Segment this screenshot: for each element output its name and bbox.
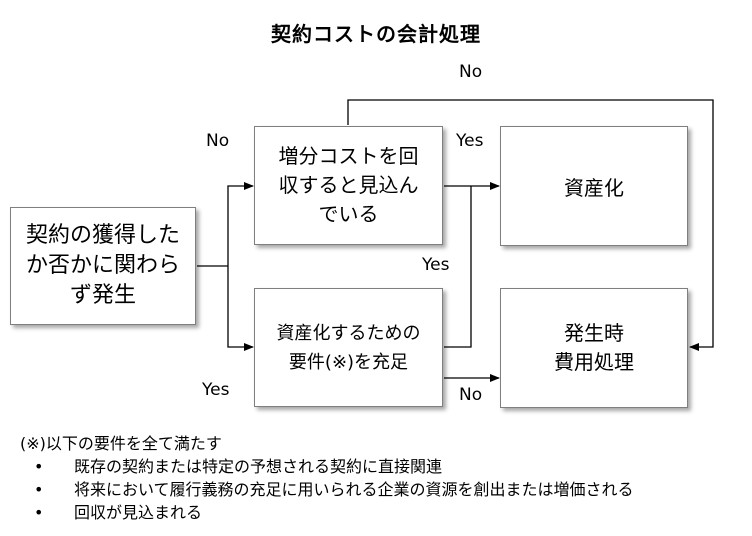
connector-req-yes [444,186,472,348]
box-expense-as-incurred: 発生時 費用処理 [500,288,688,408]
box-capitalization-requirements: 資産化するための 要件(※)を充足 [254,288,443,407]
label-yes-recover: Yes [456,131,484,151]
box-req-line-1: 資産化するための [276,322,421,344]
requirements-list: • 既存の契約または特定の予想される契約に直接関連 • 将来において履行義務の充足に… [34,455,634,524]
box-capitalize: 資産化 [500,126,688,246]
box-recover-line-2: 収すると見込ん [278,173,419,197]
box-expense-line-1: 発生時 [564,321,624,345]
bullet-icon: • [34,503,44,522]
box-contract-cost-start: 契約の獲得した か否かに関わら ず発生 [10,207,196,325]
list-item-text: 既存の契約または特定の予想される契約に直接関連 [74,457,443,476]
label-no-left: No [206,131,230,151]
box-recover-line-3: でいる [318,202,379,226]
box-req-line-2: 要件(※)を充足 [288,351,409,373]
diagram-title: 契約コストの会計処理 [271,22,481,46]
list-item-text: 回収が見込まれる [74,503,203,522]
list-item-text: 将来において履行義務の充足に用いられる企業の資源を創出または増価される [74,480,634,499]
connector-branch-to-recover [227,182,254,266]
box-start-line-2: か否かに関わら [25,253,180,278]
label-no-top: No [459,62,483,82]
note-heading: (※)以下の要件を全て満たす [20,434,222,453]
connector-recover-no [347,99,714,351]
box-capitalize-label: 資産化 [564,175,624,200]
box-expense-line-2: 費用処理 [554,350,634,374]
box-start-line-3: ず発生 [69,283,136,308]
bullet-icon: • [34,480,44,499]
box-recovery-expected: 増分コストを回 収すると見込ん でいる [254,126,443,245]
label-yes-requirements: Yes [422,255,450,275]
label-yes-left: Yes [202,380,230,400]
bullet-icon: • [34,457,44,476]
box-start-line-1: 契約の獲得した [25,223,180,248]
connector-branch-to-req [227,266,254,351]
label-no-requirements: No [459,385,483,405]
list-item: • 将来において履行義務の充足に用いられる企業の資源を創出または増価される [34,478,634,501]
box-recover-line-1: 増分コストを回 [278,144,419,168]
list-item: • 既存の契約または特定の予想される契約に直接関連 [34,455,634,478]
list-item: • 回収が見込まれる [34,501,634,524]
